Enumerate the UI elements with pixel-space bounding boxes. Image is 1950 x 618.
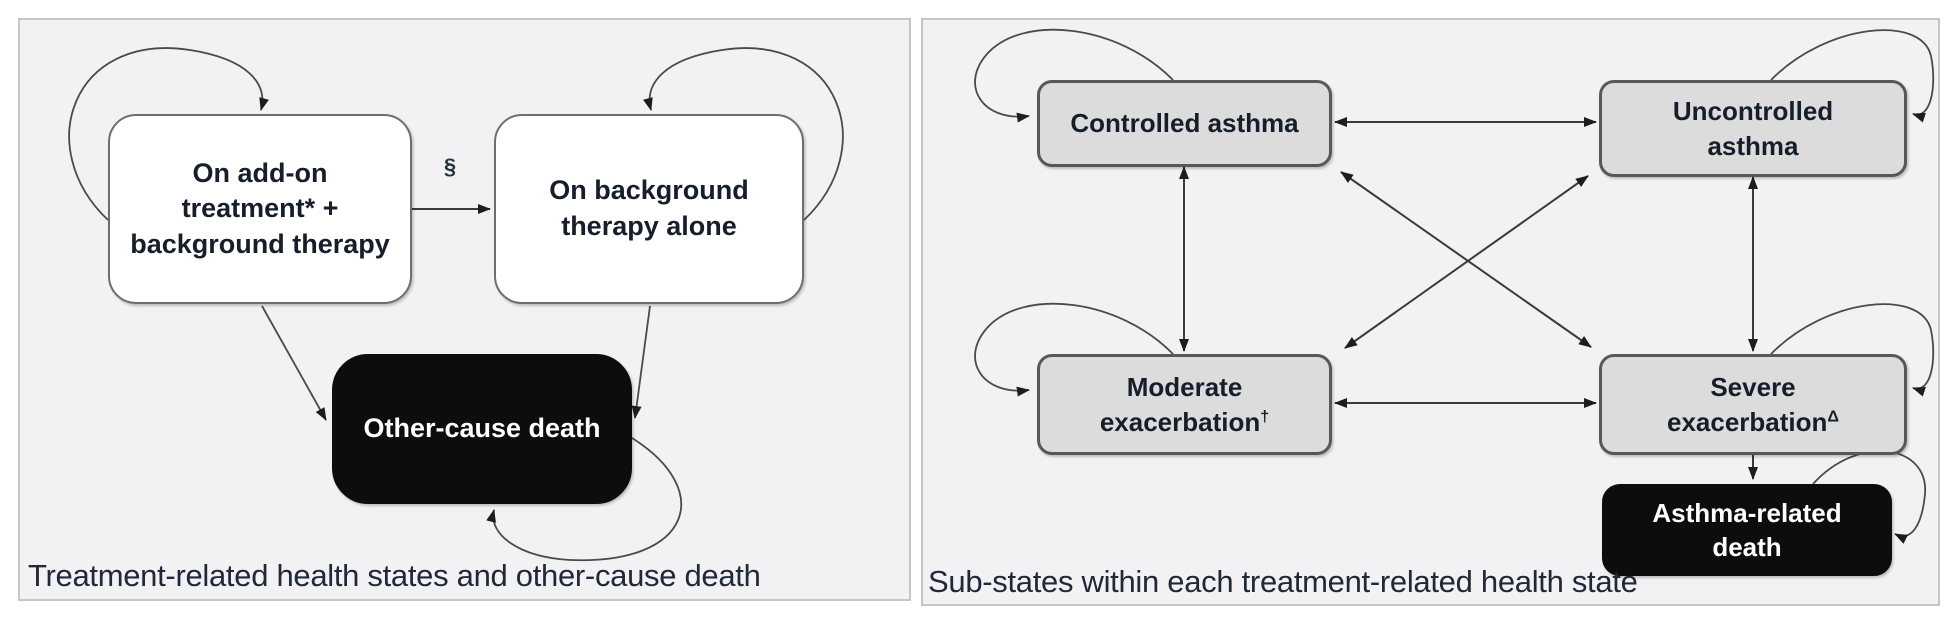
arrow-add-on-to-other-death xyxy=(261,305,327,421)
add-on-line3: background therapy xyxy=(130,228,390,259)
state-box-moderate-exacerbation: Moderate exacerbation† xyxy=(1037,354,1332,455)
state-box-add-on-treatment: On add-on treatment* + background therap… xyxy=(108,114,412,304)
moderate-line2: exacerbation xyxy=(1099,406,1261,437)
arrow-uncontrolled-moderate xyxy=(1344,175,1589,349)
asthma-death-line1: Asthma-related xyxy=(1652,497,1842,528)
add-on-line2: treatment* + xyxy=(181,193,339,224)
state-box-controlled-asthma: Controlled asthma xyxy=(1037,80,1332,167)
state-label-moderate-exacerbation: Moderate exacerbation† xyxy=(1100,370,1269,439)
state-box-asthma-related-death: Asthma-related death xyxy=(1602,484,1892,576)
self-loop-moderate xyxy=(974,302,1174,397)
background-alone-line1: On background xyxy=(549,175,749,206)
self-loop-add-on xyxy=(68,47,269,221)
switch-transition-footnote-label: § xyxy=(443,154,457,179)
severe-line1: Severe xyxy=(1710,372,1796,403)
self-loop-background-alone xyxy=(643,47,844,221)
state-label-other-cause-death: Other-cause death xyxy=(363,413,601,444)
state-label-uncontrolled-asthma: Uncontrolled asthma xyxy=(1673,94,1833,163)
right-panel-transition-arrows xyxy=(974,28,1935,544)
background-alone-line2: therapy alone xyxy=(561,211,737,241)
state-label-asthma-related-death: Asthma-related death xyxy=(1652,496,1841,565)
self-loop-other-cause-death xyxy=(486,437,683,562)
arrow-controlled-severe xyxy=(1340,171,1592,348)
severe-line2: exacerbation xyxy=(1667,406,1828,437)
self-loop-controlled xyxy=(974,28,1174,123)
uncontrolled-line1: Uncontrolled xyxy=(1672,96,1834,127)
state-label-controlled-asthma: Controlled asthma xyxy=(1070,108,1299,139)
moderate-footnote-sup: † xyxy=(1260,406,1270,425)
state-label-add-on-treatment: On add-on treatment* + background therap… xyxy=(130,156,390,263)
uncontrolled-line2: asthma xyxy=(1707,130,1799,161)
left-panel: On add-on treatment* + background therap… xyxy=(18,18,911,601)
left-panel-caption: Treatment-related health states and othe… xyxy=(28,558,761,593)
right-panel-caption: Sub-states within each treatment-related… xyxy=(928,564,1638,599)
state-label-severe-exacerbation: Severe exacerbationΔ xyxy=(1667,370,1839,439)
left-panel-transition-arrows xyxy=(68,47,844,562)
self-loop-asthma-death xyxy=(1812,450,1926,544)
asthma-death-line2: death xyxy=(1712,532,1782,562)
arrow-background-to-other-death xyxy=(631,305,651,419)
state-label-background-alone: On background therapy alone xyxy=(549,173,749,244)
state-box-uncontrolled-asthma: Uncontrolled asthma xyxy=(1599,80,1907,177)
right-panel: Controlled asthma Uncontrolled asthma Mo… xyxy=(921,18,1940,606)
severe-footnote-sup: Δ xyxy=(1827,406,1839,425)
state-box-severe-exacerbation: Severe exacerbationΔ xyxy=(1599,354,1907,455)
self-loop-uncontrolled xyxy=(1770,29,1935,123)
state-box-other-cause-death: Other-cause death xyxy=(332,354,632,504)
state-box-background-alone: On background therapy alone xyxy=(494,114,804,304)
moderate-line1: Moderate xyxy=(1126,372,1243,403)
add-on-line1: On add-on xyxy=(192,157,328,188)
self-loop-severe xyxy=(1770,303,1935,397)
